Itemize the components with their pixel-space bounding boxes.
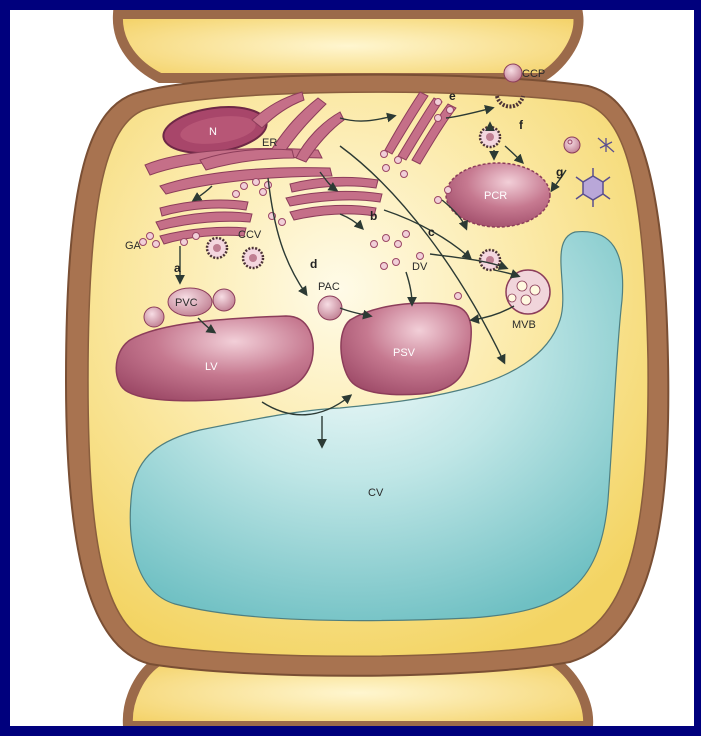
pathway-g: g <box>556 165 563 179</box>
label-pcr: PCR <box>484 190 507 202</box>
label-ccv: CCV <box>238 229 262 241</box>
label-cv: CV <box>368 487 384 499</box>
pathway-b: b <box>370 209 377 223</box>
pathway-c: c <box>428 225 435 239</box>
endocytic-vesicle <box>564 137 580 153</box>
pathway-a: a <box>174 261 181 275</box>
pac-vesicle <box>318 296 342 320</box>
golgi-middle <box>286 177 382 220</box>
pathway-e: e <box>449 89 456 103</box>
label-pac: PAC <box>318 281 340 293</box>
pvc-vesicle <box>213 289 235 311</box>
label-lv: LV <box>205 361 218 373</box>
diagram-panel: N ER GA CCV PVC LV PAC PSV DV MVB PCR CC… <box>10 10 694 726</box>
label-ccp: CCP <box>522 68 545 80</box>
label-er: ER <box>262 137 277 149</box>
label-mvb: MVB <box>512 319 536 331</box>
mvb-inner-vesicle <box>517 281 527 291</box>
label-ga: GA <box>125 240 142 252</box>
label-pvc: PVC <box>175 297 198 309</box>
ccp-vesicle <box>504 64 522 82</box>
plant-cell-trafficking-diagram: N ER GA CCV PVC LV PAC PSV DV MVB PCR CC… <box>10 10 694 726</box>
pathway-d: d <box>310 257 317 271</box>
mvb-inner-vesicle <box>521 295 531 305</box>
label-n: N <box>209 126 217 138</box>
label-dv: DV <box>412 261 428 273</box>
mvb-inner-vesicle <box>508 294 516 302</box>
mvb-inner-vesicle <box>530 285 540 295</box>
label-psv: PSV <box>393 347 416 359</box>
pvc-vesicle-left <box>144 307 164 327</box>
